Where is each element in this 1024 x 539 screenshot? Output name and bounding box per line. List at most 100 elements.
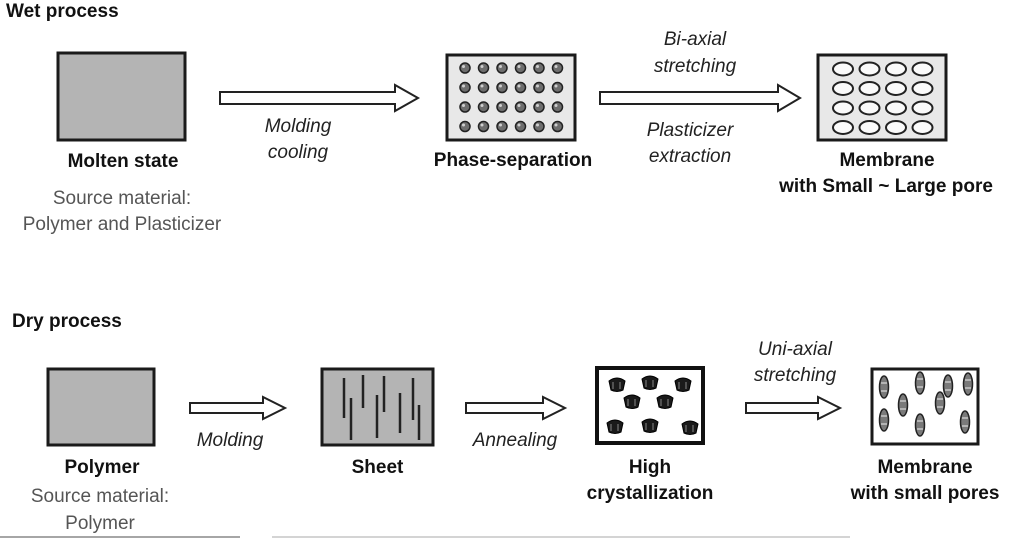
droplet-highlight [554,104,558,107]
droplet [514,62,527,74]
crystallization-label2: crystallization [586,483,714,504]
droplet-highlight [536,84,539,88]
droplet [496,120,508,133]
droplet [551,62,564,74]
arrow-molding-cooling [219,83,421,113]
arrow-uniaxial-stretching-text: stretching [753,365,837,386]
arrow-plasticizer-text: Plasticizer [646,120,734,141]
oval-pore [832,100,854,116]
oval-pore [911,120,934,135]
dry-membrane-label: Membrane [877,457,973,478]
wet-source-line2: Polymer and Plasticizer [22,214,222,235]
crystallization-label1: High [628,457,672,478]
arrow-molding-text: Molding [264,116,332,137]
oval-pore [911,100,934,116]
crystallite [641,375,659,390]
oval-pore [885,100,907,116]
droplet [551,101,564,113]
slit-pore [914,413,926,437]
droplet-highlight [499,84,502,88]
droplet [477,81,490,94]
droplet [551,120,564,133]
sheet-lamellae [342,375,421,440]
droplet [459,62,471,74]
droplet-highlight [499,104,502,107]
wet-membrane-label: Membrane [839,150,935,171]
oval-pore [832,120,854,135]
slit-pore [897,393,909,417]
crystallite [674,377,692,392]
arrow-cooling-text: cooling [267,142,329,163]
droplet [533,81,545,94]
wet-source-line1: Source material: [52,188,192,209]
droplet [514,101,527,113]
oval-pore [885,61,907,77]
wet-membrane-pores [832,61,934,135]
droplet-highlight [554,65,558,68]
dry-source-line1: Source material: [30,486,170,507]
droplet [551,81,564,94]
molten-state-box [56,51,187,142]
crystallite [641,418,659,433]
droplet [533,62,545,74]
oval-pore [858,61,881,77]
wet-membrane-sublabel: with Small ~ Large pore [779,176,993,197]
droplet [477,62,490,74]
droplet-highlight [462,104,465,107]
droplet-highlight [536,65,539,68]
droplet-highlight [554,84,558,88]
slit-pore [934,391,946,415]
droplet [533,101,545,113]
arrow-extraction-text: extraction [648,146,732,167]
sheet-label: Sheet [351,457,404,478]
crystallite [623,394,641,409]
slit-pore [962,372,974,396]
arrow-molding [189,395,288,421]
droplet-highlight [517,123,521,127]
droplet [514,120,527,133]
droplet-highlight [517,84,521,88]
droplet [533,120,545,133]
slit-pore [878,375,890,399]
crystallite [608,377,626,392]
arrow-uniaxial-text: Uni-axial [758,339,832,360]
droplet-highlight [462,123,465,127]
arrow-biaxial-text: Bi-axial [663,29,727,50]
arrow-annealing-text: Annealing [472,430,558,451]
polymer-label: Polymer [64,457,140,478]
crystallites [606,375,699,435]
crystallite [606,419,624,434]
arrow-annealing [465,395,568,421]
droplet-highlight [536,123,539,127]
droplet-highlight [480,123,484,127]
droplet [496,101,508,113]
droplet-highlight [480,84,484,88]
oval-pore [911,61,934,77]
oval-pore [832,81,854,96]
droplet [459,120,471,133]
dry-membrane-slit-pores [878,371,974,437]
oval-pore [858,100,881,116]
crystallite [681,420,699,435]
droplet-highlight [536,104,539,107]
molten-state-label: Molten state [67,151,179,172]
droplet-highlight [517,104,521,107]
oval-pore [885,81,907,96]
oval-pore [832,61,854,77]
droplet-highlight [462,84,465,88]
slit-pore [914,371,926,395]
dry-membrane-sublabel: with small pores [850,483,1000,504]
droplet [477,120,490,133]
phase-separation-droplets [459,62,564,133]
arrow-biaxial-stretching [599,83,802,113]
droplet [496,81,508,94]
oval-pore [858,120,881,135]
polymer-box [46,367,156,447]
droplet [514,81,527,94]
oval-pore [858,81,881,96]
arrow-uniaxial-stretching [745,395,843,421]
droplet-highlight [499,123,502,127]
oval-pore [911,81,934,96]
droplet-highlight [480,65,484,68]
